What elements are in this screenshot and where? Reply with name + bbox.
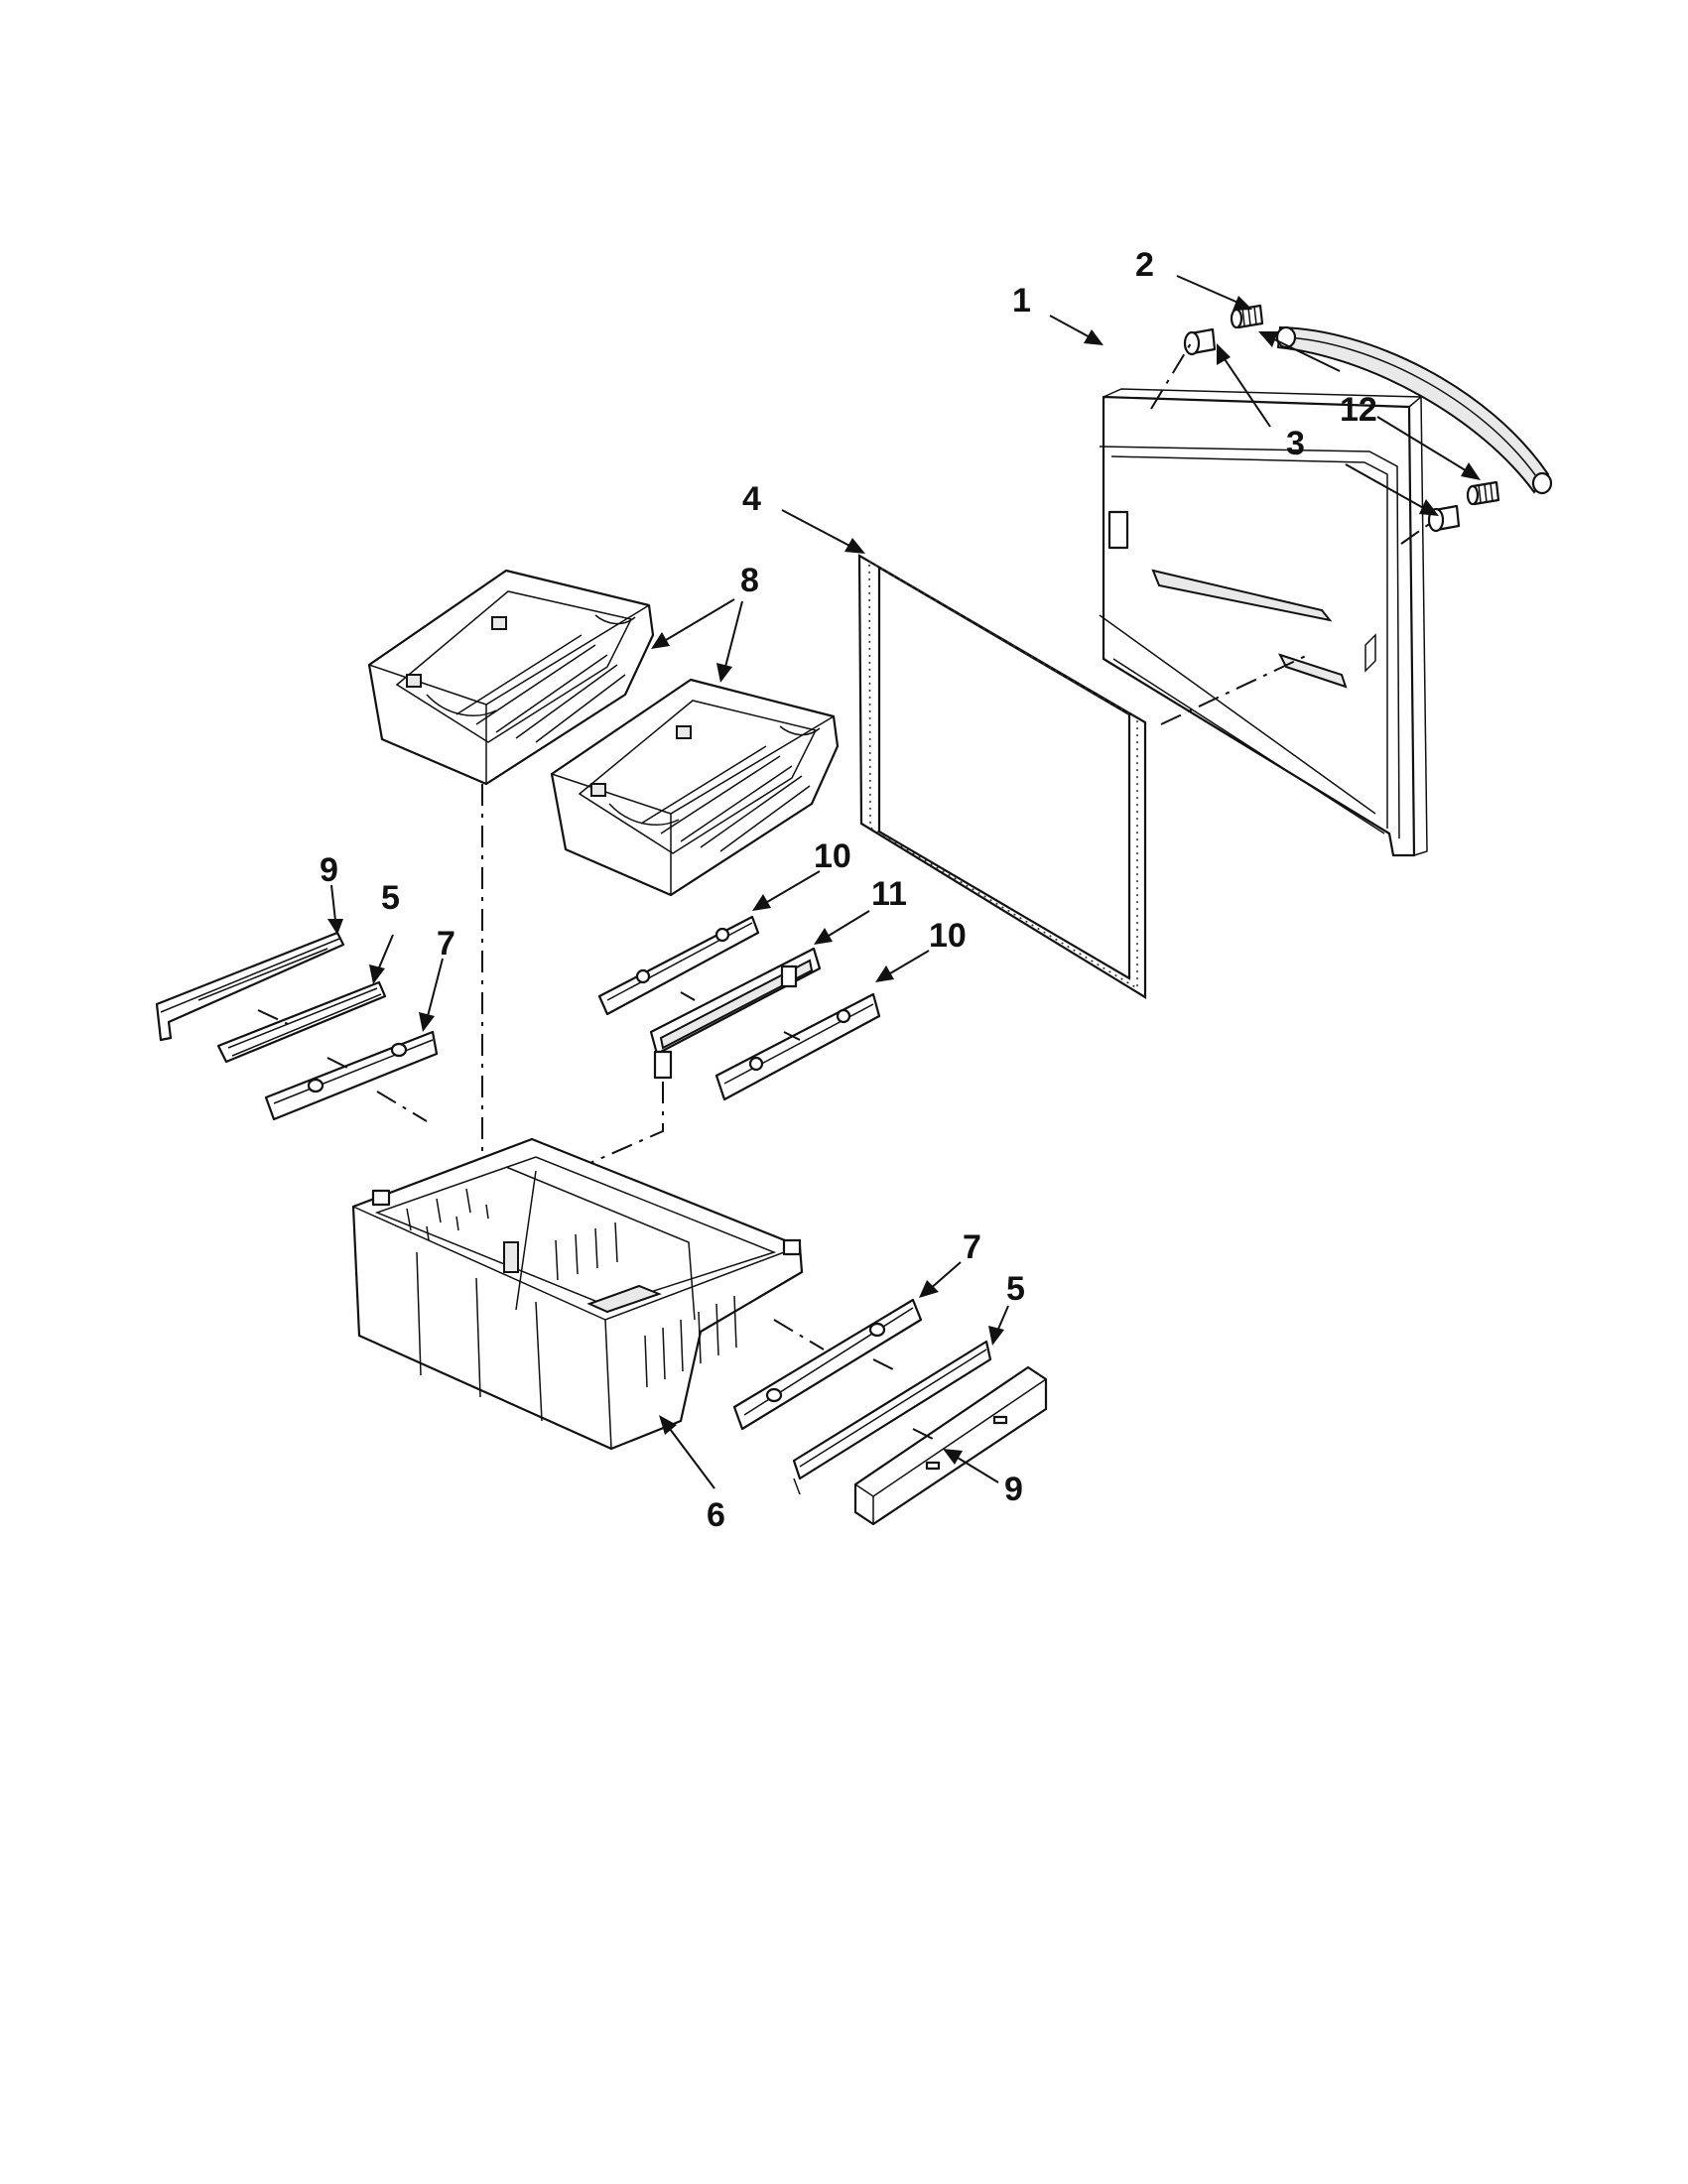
leader-lines [327,275,1481,1489]
upper-tray-left [367,569,655,786]
handle-screw-lower [1466,480,1500,506]
assembly-line-center-1 [680,991,696,1001]
assembly-line-door-lower [1400,519,1436,545]
handle-nut-upper [1183,327,1217,356]
assembly-line-right-2 [872,1358,894,1370]
callout-center-support: 11 [871,875,907,913]
assembly-line-right-1 [773,1319,825,1350]
callout-gasket: 4 [742,480,761,518]
callout-tray: 8 [740,562,759,599]
center-support [649,947,822,1080]
left-slide [216,980,387,1064]
door-gasket [857,554,1147,999]
assembly-line-right-3 [912,1428,934,1440]
callout-handle: 2 [1135,246,1154,284]
center-rail-upper [597,915,760,1016]
upper-tray-right [550,678,840,897]
callout-basket: 6 [707,1496,725,1534]
freezer-door [1099,388,1428,857]
right-slide [792,1340,992,1495]
callout-center-rail-b: 10 [929,917,967,955]
right-rail [732,1298,923,1431]
left-rail [264,1030,439,1121]
callout-handle-screw: 12 [1340,391,1377,429]
callout-cover-right: 9 [1004,1471,1023,1508]
center-rail-lower [714,992,881,1101]
freezer-basket [351,1137,804,1451]
handle-nut-lower [1427,504,1461,533]
callout-slide-right: 5 [1006,1270,1025,1308]
right-cover [853,1365,1048,1526]
callout-handle-nut: 3 [1286,425,1305,462]
callout-rail-left: 7 [437,925,455,963]
assembly-line-left-1 [257,1009,289,1025]
assembly-line-left-2 [326,1057,348,1069]
assembly-line-door-upper [1150,342,1192,410]
assembly-line-gasket-door [1160,654,1309,725]
callout-cover-left: 9 [320,851,338,889]
callout-slide-left: 5 [381,879,400,917]
handle-screw-upper [1230,304,1264,329]
callout-rail-right: 7 [963,1228,981,1266]
assembly-line-center-2 [783,1031,801,1041]
callout-door: 1 [1012,282,1031,320]
door-handle [1275,325,1553,495]
callout-center-rail-a: 10 [814,837,851,875]
assembly-line-left-3 [376,1091,428,1122]
